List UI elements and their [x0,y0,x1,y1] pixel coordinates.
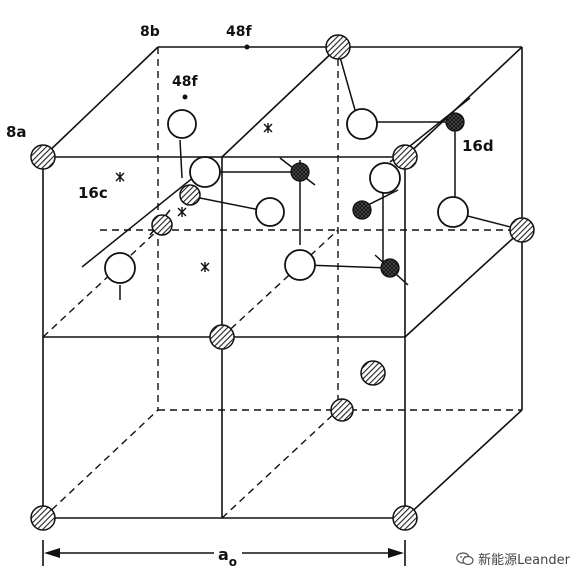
wechat-icon [456,551,474,565]
watermark-text: 新能源Leander [478,553,570,568]
dimension-line [42,540,406,566]
atom-8a [330,398,354,422]
atom-8a [325,34,351,60]
atom-8a [179,184,201,206]
atom-16d [352,200,372,220]
atom-8a [209,324,235,350]
atom-oxygen [189,156,221,188]
watermark: 新能源Leander [456,549,570,568]
site-dot-48f-top [244,44,250,50]
label-16d: 16d [462,137,494,155]
atom-oxygen [104,252,136,284]
atoms-8a [30,34,535,531]
atom-16d [445,112,465,132]
label-48f-top: 48f [226,24,252,40]
atom-oxygen [284,249,316,281]
atom-8a [360,360,386,386]
atoms-16d [290,112,465,278]
atom-16d [380,258,400,278]
atom-oxygen [437,196,469,228]
atom-8a [509,217,535,243]
site-dot-48f-inner [182,94,188,100]
label-48f-inner: 48f [172,74,198,90]
atom-8a [392,144,418,170]
label-8b: 8b [140,24,160,40]
label-16c: 16c [78,184,108,202]
atom-16d [290,162,310,182]
atom-oxygen [167,109,197,139]
atom-8a [30,144,56,170]
label-lattice-constant: ao [218,545,237,569]
atom-oxygen [369,162,401,194]
atom-8a [30,505,56,531]
label-8a: 8a [6,123,27,141]
site-markers-16c [115,123,273,272]
atom-8a [392,505,418,531]
atom-oxygen [346,108,378,140]
atom-8a [151,214,173,236]
atoms-32e [104,108,469,284]
atom-oxygen [255,197,285,227]
